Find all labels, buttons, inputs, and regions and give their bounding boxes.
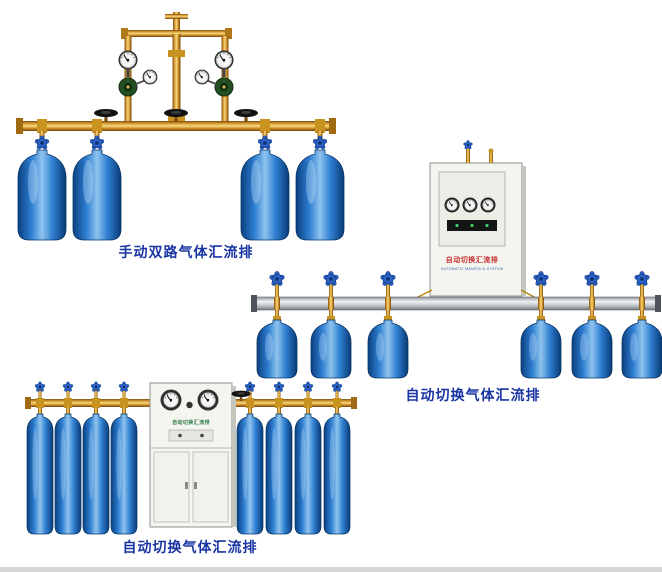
valve-handwheel-black	[234, 109, 258, 122]
product-caption-auto-switch-8: 自动切换气体汇流排	[123, 539, 258, 555]
pressure-gauge	[445, 198, 459, 212]
header-cap-left	[16, 118, 23, 134]
gas-cylinder-unit	[368, 271, 408, 378]
pipe-top-stub	[173, 12, 180, 34]
pipe-main-header	[20, 121, 332, 131]
tee-fitting	[37, 119, 47, 133]
product-photo-auto-switch-8: 自动切换汇流排	[25, 382, 357, 534]
product-photo-manual-dual-manifold	[16, 12, 344, 240]
product-caption-manual-dual: 手动双路气体汇流排	[119, 244, 254, 260]
valve-handwheel-blue	[463, 140, 473, 150]
gauge-small	[186, 401, 193, 409]
pressure-gauge	[117, 49, 139, 71]
cabinet-label: 自动切换汇流排	[172, 419, 210, 426]
gas-cylinder-unit	[73, 131, 121, 240]
pipe-upper-header	[124, 30, 229, 37]
rail-end-cap-right	[655, 295, 661, 312]
header-cap-right	[329, 118, 336, 134]
cabinet-top-riser	[489, 153, 493, 163]
pressure-gauge	[161, 390, 181, 410]
tee-fitting	[315, 119, 325, 133]
gas-cylinder-unit	[18, 131, 66, 240]
pipe-top-cross	[165, 14, 188, 19]
control-knob	[200, 433, 204, 438]
pressure-gauge	[194, 69, 210, 85]
cabinet-top-riser	[466, 147, 470, 163]
pipe-cap-left	[25, 397, 31, 409]
gas-cylinder-unit	[311, 271, 351, 378]
pipe-central-riser	[172, 34, 181, 122]
control-cabinet: 自动切换汇流排 AUTOMATIC MANIFOLD SYSTEM	[415, 140, 537, 299]
manifold-rail	[253, 296, 659, 311]
page-bottom-border	[0, 567, 662, 572]
gas-cylinder-unit	[296, 131, 344, 240]
pipe-elbow-left	[121, 28, 128, 39]
tee-fitting	[260, 119, 270, 133]
product-caption-auto-switch-6: 自动切换气体汇流排	[406, 387, 541, 403]
gas-cylinder-unit	[521, 271, 561, 378]
cabinet-subtitle: AUTOMATIC MANIFOLD SYSTEM	[441, 267, 503, 271]
copper-tube	[520, 289, 537, 299]
regulator-body	[118, 77, 138, 97]
cabinet-door-left	[153, 451, 190, 523]
control-cabinet: 自动切换汇流排	[149, 382, 236, 528]
pressure-gauge	[198, 390, 218, 410]
cabinet-door-right	[192, 451, 229, 523]
gas-cylinder-unit	[241, 131, 289, 240]
pressure-gauge	[481, 198, 495, 212]
pressure-gauge	[142, 69, 158, 85]
copper-tube	[415, 289, 433, 299]
control-knob	[178, 433, 182, 438]
pipe-elbow-right	[225, 28, 232, 39]
door-handle	[194, 482, 197, 489]
rail-end-cap-left	[251, 295, 257, 312]
pressure-gauge	[463, 198, 477, 212]
cabinet-shadow	[232, 386, 236, 527]
gauge-stem	[126, 68, 130, 77]
cabinet-shadow	[522, 166, 526, 296]
gauge-stem	[222, 68, 226, 77]
regulator-station-left	[117, 49, 158, 97]
cabinet-title: 自动切换汇流排	[446, 255, 499, 264]
control-recess	[168, 429, 214, 442]
indicator-led	[485, 223, 489, 228]
pressure-gauge	[213, 49, 235, 71]
gas-cylinder-unit	[257, 271, 297, 378]
product-photo-auto-switch-6: 自动切换汇流排 AUTOMATIC MANIFOLD SYSTEM	[251, 140, 662, 378]
indicator-led	[455, 223, 459, 228]
regulator-station-right	[194, 49, 235, 97]
tee-fitting	[92, 119, 102, 133]
gas-cylinder-unit	[572, 271, 612, 378]
indicator-led	[470, 223, 474, 228]
gas-cylinder-unit	[622, 271, 662, 378]
brass-cap	[488, 148, 494, 154]
pipe-cap-right	[351, 397, 357, 409]
union-nut	[168, 50, 185, 57]
regulator-body	[214, 77, 234, 97]
door-handle	[185, 482, 188, 489]
